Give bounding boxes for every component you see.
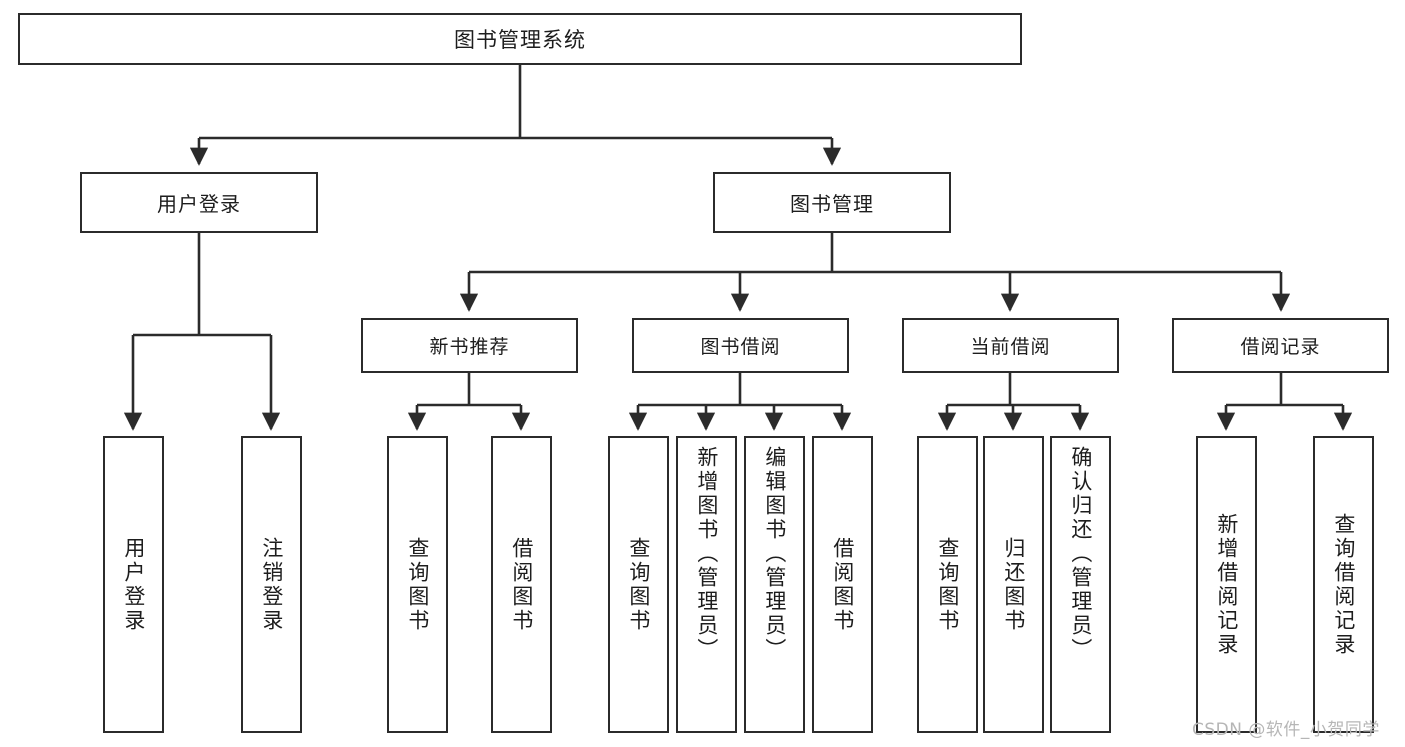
leaf-book-borrow-3[interactable]: 借阅图书 [812,436,873,733]
leaf-label: 查询图书 [626,536,651,633]
leaf-current-borrow-1[interactable]: 归还图书 [983,436,1044,733]
leaf-borrow-record-0[interactable]: 新增借阅记录 [1196,436,1257,733]
node-book-borrow-label: 图书借阅 [700,336,781,358]
leaf-new-book-rec-1[interactable]: 借阅图书 [491,436,552,733]
leaf-current-borrow-2[interactable]: 确认归还（管理员） [1050,436,1111,733]
node-new-book-rec-label: 新书推荐 [429,336,510,358]
leaf-book-borrow-0[interactable]: 查询图书 [608,436,669,733]
node-book-manage[interactable]: 图书管理 [713,172,951,233]
node-book-manage-label: 图书管理 [790,192,874,216]
leaf-label: 新增借阅记录 [1214,512,1239,657]
node-borrow-record[interactable]: 借阅记录 [1172,318,1389,373]
leaf-label: 归还图书 [1001,536,1026,633]
leaf-label: 借阅图书 [509,536,534,633]
watermark: CSDN @软件_小贺同学 [1192,720,1380,740]
leaf-label: 注销登录 [259,536,284,633]
node-book-borrow[interactable]: 图书借阅 [632,318,849,373]
leaf-label: 查询借阅记录 [1331,512,1356,657]
node-root[interactable]: 图书管理系统 [18,13,1022,65]
node-user-login[interactable]: 用户登录 [80,172,318,233]
node-new-book-rec[interactable]: 新书推荐 [361,318,578,373]
leaf-new-book-rec-0[interactable]: 查询图书 [387,436,448,733]
leaf-borrow-record-1[interactable]: 查询借阅记录 [1313,436,1374,733]
leaf-label: 查询图书 [405,536,430,633]
leaf-label: 用户登录 [121,536,146,633]
node-borrow-record-label: 借阅记录 [1240,336,1321,358]
leaf-label: 新增图书（管理员） [694,446,719,662]
leaf-label: 借阅图书 [830,536,855,633]
leaf-current-borrow-0[interactable]: 查询图书 [917,436,978,733]
leaf-book-borrow-1[interactable]: 新增图书（管理员） [676,436,737,733]
node-current-borrow-label: 当前借阅 [970,336,1051,358]
leaf-user-login-1[interactable]: 注销登录 [241,436,302,733]
node-user-login-label: 用户登录 [157,192,241,216]
leaf-label: 确认归还（管理员） [1068,446,1093,662]
leaf-label: 查询图书 [935,536,960,633]
node-root-label: 图书管理系统 [454,28,586,52]
leaf-label: 编辑图书（管理员） [762,446,787,662]
node-current-borrow[interactable]: 当前借阅 [902,318,1119,373]
leaf-user-login-0[interactable]: 用户登录 [103,436,164,733]
leaf-book-borrow-2[interactable]: 编辑图书（管理员） [744,436,805,733]
